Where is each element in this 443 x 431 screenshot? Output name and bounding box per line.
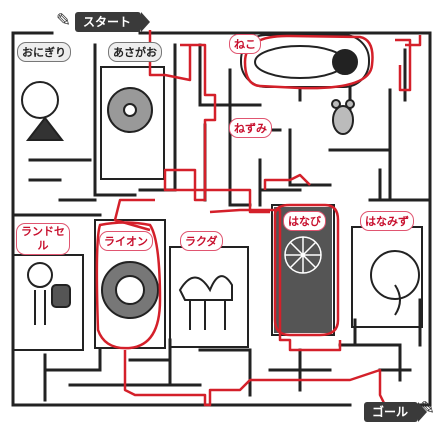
goal-pencil-icon: ✎ [420,398,436,419]
rakuda-illustration [178,275,233,330]
start-label: スタート [75,12,151,32]
hanamizu-illustration [370,250,420,316]
solution-path [113,30,422,407]
solution-path-hanabi [273,203,340,337]
solution-path-lion [95,221,162,350]
label-neko: ねこ [229,34,261,54]
randoseru-illustration [27,262,71,325]
label-nezumi: ねずみ [229,118,272,138]
label-rakuda: ラクダ [180,231,223,251]
onigiri-illustration [21,81,65,141]
neko-illustration [254,45,358,79]
label-onigiri: おにぎり [17,42,71,62]
label-asagao: あさがお [108,42,162,62]
label-hanabi: はなび [283,211,326,231]
picture-box-randoseru [12,254,84,351]
nezumi-illustration [331,99,355,135]
goal-label: ゴール [364,402,428,422]
picture-box-asagao [100,66,165,180]
label-hanamizu: はなみず [360,211,414,231]
label-randoseru: ランドセル [16,223,70,255]
label-raion: ライオン [99,231,153,251]
raion-illustration [101,261,159,319]
asagao-illustration [107,87,153,133]
start-pencil-icon: ✎ [56,10,72,31]
solution-path-neko [243,34,374,90]
